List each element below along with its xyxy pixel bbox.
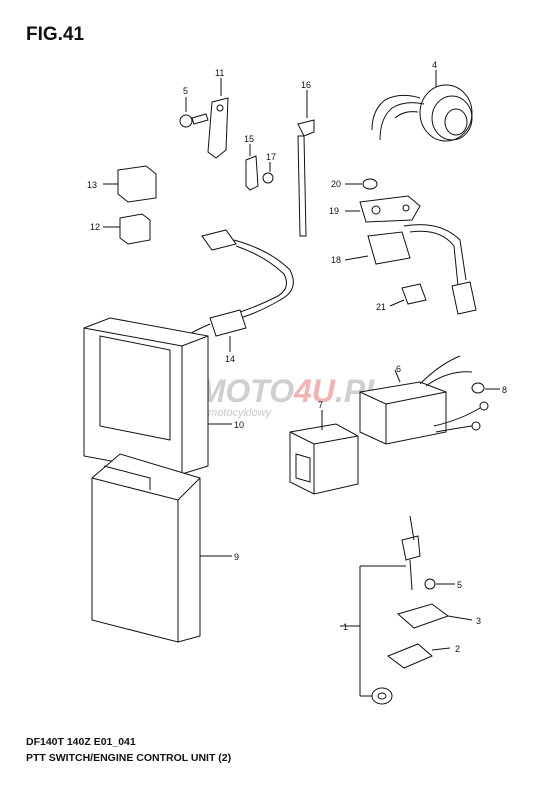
bolt-part <box>179 97 209 128</box>
callout-5-bottom: 5 <box>457 580 462 590</box>
callout-8: 8 <box>502 385 507 395</box>
clamp-part <box>207 78 229 159</box>
callout-6: 6 <box>396 364 401 374</box>
bracket-part <box>245 144 274 191</box>
callout-16: 16 <box>301 80 311 90</box>
wire-harness-part <box>185 229 294 352</box>
ecu-cover-part <box>83 317 232 475</box>
callout-labels: 1 2 3 4 5 5 6 7 8 9 10 11 12 13 14 15 16… <box>87 60 507 654</box>
ecu-part <box>91 453 232 643</box>
callout-4: 4 <box>432 60 437 70</box>
module-6-part <box>359 355 500 445</box>
callout-17: 17 <box>266 152 276 162</box>
callout-9: 9 <box>234 552 239 562</box>
figure-title: FIG.41 <box>26 24 85 45</box>
relay-13-part <box>103 165 157 203</box>
callout-13: 13 <box>87 180 97 190</box>
callout-1: 1 <box>343 622 348 632</box>
callout-12: 12 <box>90 222 100 232</box>
switch-bracket-assembly <box>344 178 477 315</box>
callout-15: 15 <box>244 134 254 144</box>
callout-21: 21 <box>376 302 386 312</box>
figure-caption: PTT SWITCH/ENGINE CONTROL UNIT (2) <box>26 752 232 764</box>
cable-tie-part <box>297 90 315 237</box>
relay-box-7-part <box>289 410 359 495</box>
relay-12-part <box>103 213 151 245</box>
ptt-switch-part <box>371 70 473 142</box>
ptt-switch-assembly-lower <box>340 515 473 705</box>
callout-11: 11 <box>215 68 224 78</box>
callout-3: 3 <box>476 616 481 626</box>
callout-10: 10 <box>234 420 244 430</box>
callout-19: 19 <box>329 206 339 216</box>
callout-7: 7 <box>318 400 323 410</box>
callout-14: 14 <box>225 354 235 364</box>
callout-2: 2 <box>455 644 460 654</box>
callout-5-top: 5 <box>183 86 188 96</box>
callout-18: 18 <box>331 255 341 265</box>
model-code: DF140T 140Z E01_041 <box>26 736 136 748</box>
callout-20: 20 <box>331 179 341 189</box>
